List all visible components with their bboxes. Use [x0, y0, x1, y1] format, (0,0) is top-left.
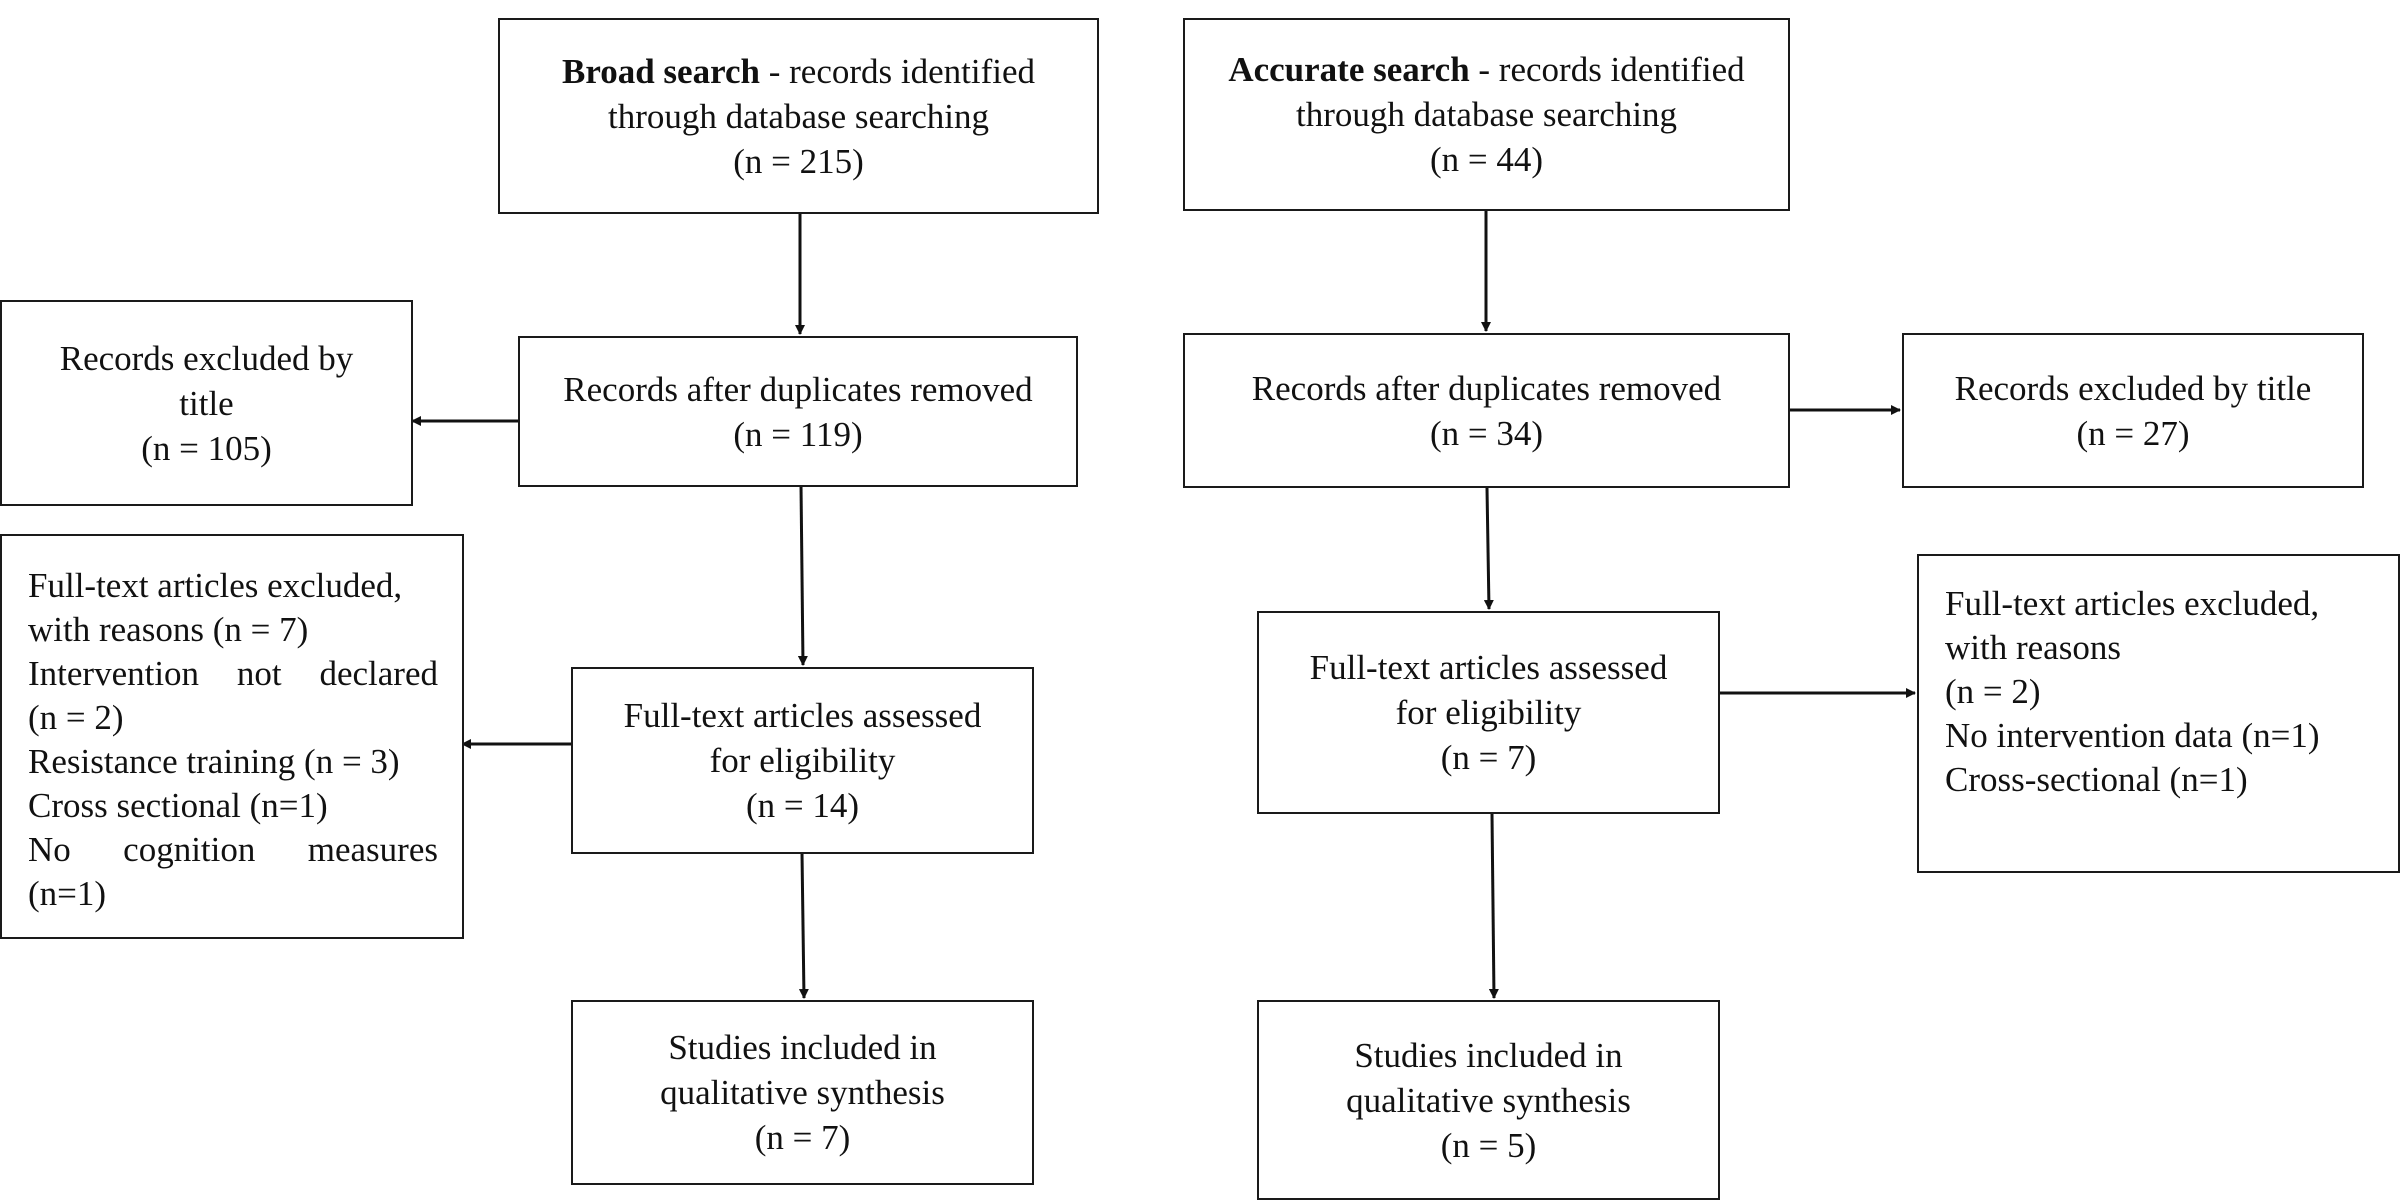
assessed-count-right: (n = 7)	[1440, 738, 1537, 777]
assessed-count-left: (n = 14)	[745, 786, 860, 825]
accurate-search-title: Accurate search	[1228, 50, 1470, 89]
excluded-title-count-left: (n = 105)	[141, 428, 272, 468]
fulltext-excluded-right: Full-text articles excluded, with reason…	[1917, 554, 2400, 873]
broad-search-title: Broad search	[561, 51, 760, 91]
records-duplicates-removed-right: Records after duplicates removed (n = 34…	[1183, 333, 1790, 488]
fulltext-assessed-left: Full-text articles assessed for eligibil…	[571, 667, 1034, 854]
accurate-search-count: (n = 44)	[1429, 140, 1544, 179]
accurate-search-line1: Accurate search - records identified	[1228, 50, 1745, 89]
excluded-title-count-right: (n = 27)	[2076, 413, 2190, 453]
arrow-duplicates-to-assessed-right	[1483, 487, 1494, 610]
included-count-right: (n = 5)	[1440, 1125, 1537, 1165]
accurate-search-line2: through database searching	[1296, 95, 1677, 134]
broad-search-count: (n = 215)	[733, 141, 864, 181]
arrow-assessed-to-included-right	[1488, 813, 1499, 999]
studies-included-right: Studies included in qualitative synthesi…	[1257, 1000, 1720, 1200]
records-excluded-title-left: Records excluded by title (n = 105)	[0, 300, 413, 506]
fulltext-assessed-right: Full-text articles assessed for eligibil…	[1257, 611, 1720, 814]
studies-included-left: Studies included in qualitative synthesi…	[571, 1000, 1034, 1185]
accurate-search-box: Accurate search - records identified thr…	[1183, 18, 1790, 211]
duplicates-count-right: (n = 34)	[1429, 413, 1544, 453]
broad-search-line1: Broad search - records identified	[561, 51, 1036, 91]
arrow-assessed-to-included-left	[798, 852, 809, 999]
records-excluded-title-right: Records excluded by title (n = 27)	[1902, 333, 2364, 488]
broad-search-line2: through database searching	[608, 96, 989, 136]
included-count-left: (n = 7)	[754, 1118, 851, 1157]
duplicates-count-left: (n = 119)	[733, 414, 863, 454]
broad-search-box: Broad search - records identified throug…	[498, 18, 1099, 214]
arrow-duplicates-to-assessed-left	[797, 484, 808, 666]
records-duplicates-removed-left: Records after duplicates removed (n = 11…	[518, 336, 1078, 487]
fulltext-excluded-left: Full-text articles excluded, with reason…	[0, 534, 464, 939]
